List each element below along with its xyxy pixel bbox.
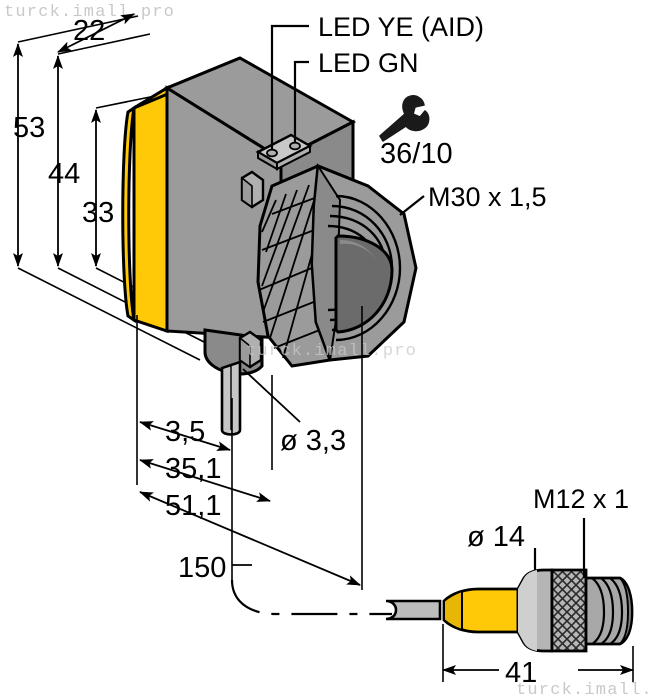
mounting-boss-lower <box>238 330 263 369</box>
connector-thread-rings <box>591 577 624 645</box>
cable-length-group <box>230 564 392 616</box>
lower-dimension-arrows <box>139 421 361 586</box>
watermark-bottom-right: turck.imall.pro <box>516 681 654 700</box>
dimension-width-top: 22 <box>73 15 105 47</box>
mounting-boss-upper <box>240 170 265 209</box>
led-indicator-plate <box>255 133 313 171</box>
dimension-depth-large: 51,1 <box>165 490 221 522</box>
label-torque: 36/10 <box>380 138 453 170</box>
connector-knurled-grip <box>550 568 588 653</box>
dim-arrow-22 <box>57 13 135 53</box>
label-thread-connector: M12 x 1 <box>533 484 629 514</box>
connector-gray-body-shade <box>518 570 537 651</box>
label-leader-lines <box>270 24 425 216</box>
led-green-lamp <box>289 141 301 151</box>
connector-length-dimension <box>442 624 634 682</box>
left-dimension-arrows <box>13 43 101 267</box>
cable-diameter-leader <box>242 368 301 423</box>
dimension-cable-length: 150 <box>178 552 226 584</box>
watermark-center: turck.imall.pro <box>246 342 417 361</box>
dimension-height-mid: 44 <box>48 158 80 190</box>
dim-arrow-51-1 <box>139 491 361 586</box>
connector-cable-lead <box>385 599 442 621</box>
label-led-green: LED GN <box>318 48 419 78</box>
label-connector-diameter: ø 14 <box>467 521 525 553</box>
top-dimension-group <box>57 13 135 53</box>
label-thread-lens: M30 x 1,5 <box>428 182 547 212</box>
wrench-icon <box>379 95 430 142</box>
leader-led-green <box>293 60 309 143</box>
led-yellow-lamp <box>266 148 278 158</box>
dimension-connector-length: 41 <box>505 657 537 689</box>
leader-led-yellow <box>270 24 309 150</box>
lens-window <box>334 234 394 334</box>
dimension-height-lower: 33 <box>82 197 114 229</box>
dimension-height-total: 53 <box>13 112 45 144</box>
label-cable-diameter: ø 3,3 <box>280 425 346 457</box>
sensor-yellow-front-face <box>132 85 169 334</box>
connector-nose-end <box>619 577 634 645</box>
cable-dashed-path <box>230 579 392 616</box>
connector-yellow-strain-relief <box>443 589 463 632</box>
dimension-depth-mid: 35,1 <box>165 453 221 485</box>
leader-thread-lens <box>399 195 425 216</box>
label-led-yellow: LED YE (AID) <box>318 12 484 42</box>
sensor-yellow-left-edge <box>121 104 137 324</box>
dimension-depth-small: 3,5 <box>165 416 205 448</box>
dim-arrow-3-5 <box>139 421 231 451</box>
lens-window-highlight <box>340 240 378 264</box>
lens-hex-facet-left <box>310 163 342 361</box>
